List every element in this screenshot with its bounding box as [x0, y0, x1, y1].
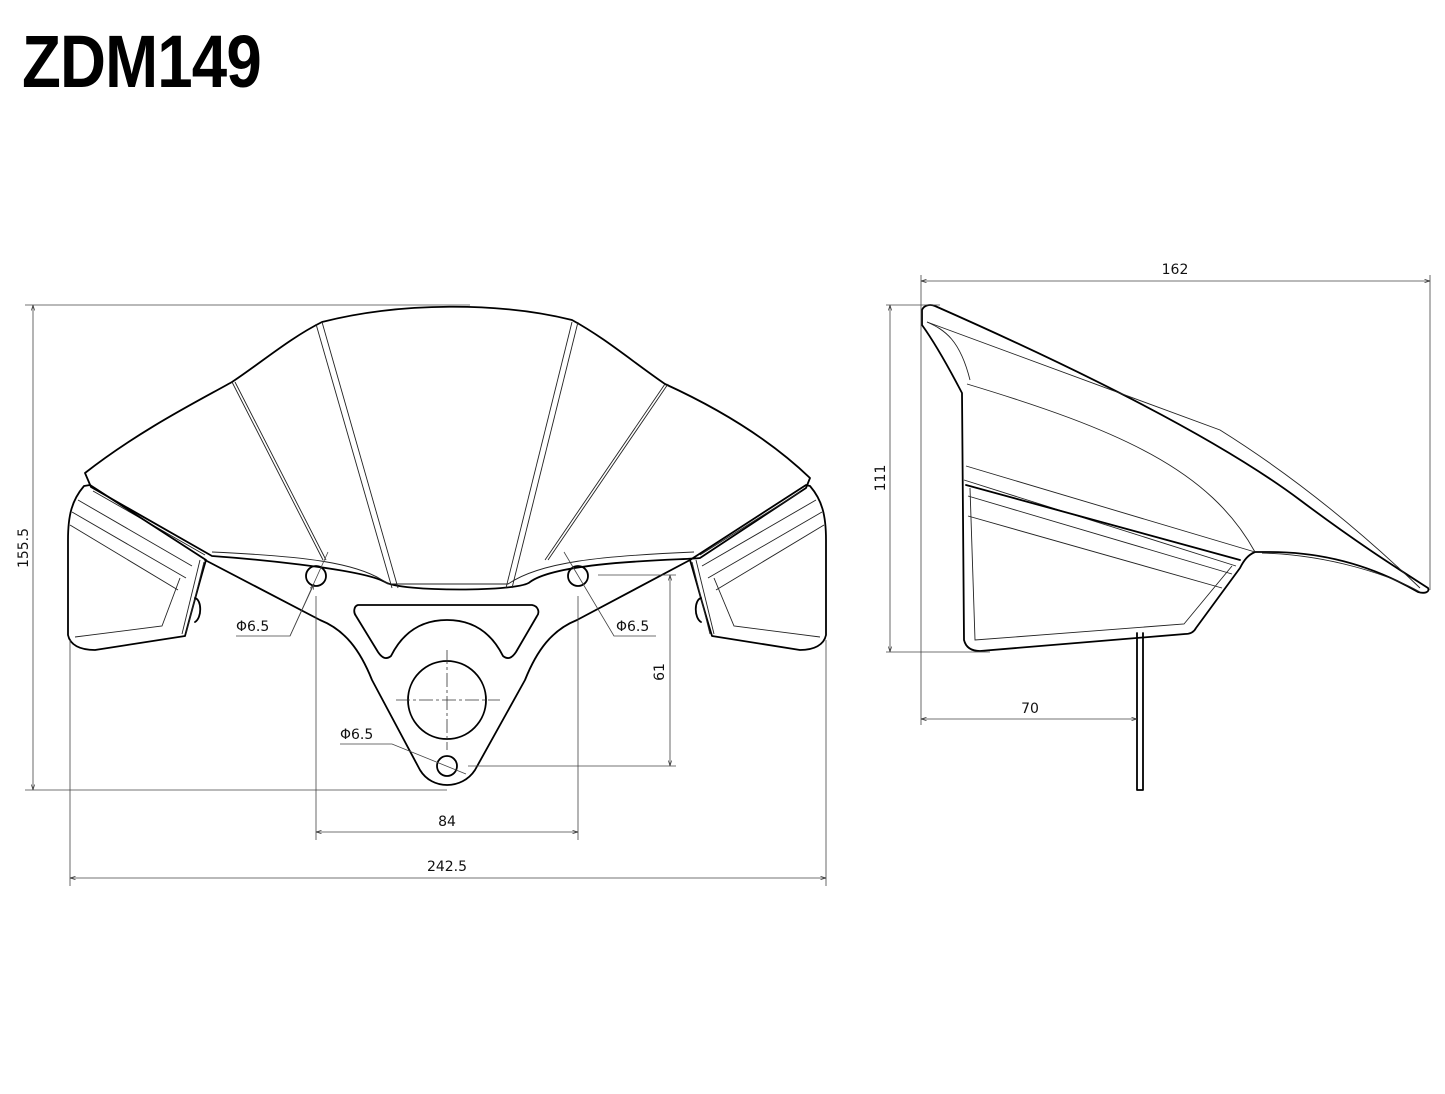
front-view: [67, 305, 827, 786]
dim-overall-height: 155.5: [16, 528, 32, 568]
front-view-dimensions: 155.5 242.5 84 61 Φ6.5 Φ6.5 Φ6.5: [16, 304, 827, 886]
side-view-dimensions: 162 111 70: [873, 262, 1431, 725]
dim-hole-right-diameter: Φ6.5: [616, 619, 649, 635]
part-number-title: ZDM149: [22, 20, 262, 103]
dim-side-length: 162: [1162, 262, 1189, 278]
side-view: [921, 304, 1430, 791]
dim-hole-left-diameter: Φ6.5: [236, 619, 269, 635]
dim-hole-spacing: 84: [438, 814, 456, 830]
dim-hole-vertical: 61: [652, 663, 668, 681]
dim-side-height: 111: [873, 465, 889, 492]
dim-overall-width: 242.5: [427, 859, 467, 875]
dim-bracket-offset: 70: [1021, 701, 1039, 717]
dim-hole-bottom-diameter: Φ6.5: [340, 727, 373, 743]
